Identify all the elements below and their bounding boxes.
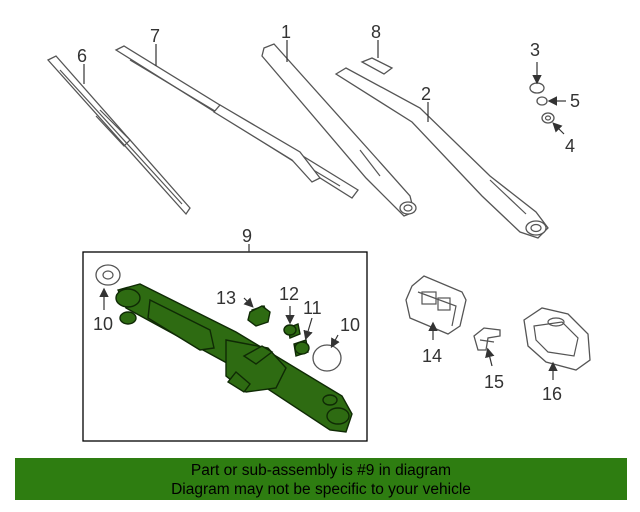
assembly-9-frame <box>82 244 368 442</box>
callout-16: 16 <box>542 384 562 404</box>
callout-6: 6 <box>77 46 87 66</box>
callout-14: 14 <box>422 346 442 366</box>
callout-4: 4 <box>565 136 575 156</box>
part-14-connector[interactable] <box>405 275 467 340</box>
callout-13: 13 <box>216 288 236 308</box>
part-11-bushing[interactable] <box>294 317 313 355</box>
callout-10-left: 10 <box>93 314 113 334</box>
callout-9: 9 <box>242 226 252 246</box>
callout-15: 15 <box>484 372 504 392</box>
parts-diagram: 6 7 1 8 2 3 5 <box>46 22 591 442</box>
part-1-wiper-arm[interactable] <box>261 40 417 217</box>
banner-line-1: Part or sub-assembly is #9 in diagram <box>190 462 452 479</box>
part-7-wiper-blade[interactable] <box>114 44 359 199</box>
part-8-clip[interactable] <box>360 40 394 75</box>
part-16-cover[interactable] <box>523 307 591 380</box>
part-5-nut[interactable] <box>536 96 566 106</box>
part-10-gasket-right[interactable] <box>312 334 342 372</box>
callout-2: 2 <box>421 84 431 104</box>
info-banner: Part or sub-assembly is #9 in diagram Di… <box>15 458 627 500</box>
callout-1: 1 <box>281 22 291 42</box>
part-3-cap[interactable] <box>529 62 545 94</box>
callout-12: 12 <box>279 284 299 304</box>
banner-line-2: Diagram may not be specific to your vehi… <box>171 481 471 498</box>
callout-3: 3 <box>530 40 540 60</box>
part-10-gasket-left[interactable] <box>95 264 121 310</box>
part-4-washer[interactable] <box>541 112 565 135</box>
callout-7: 7 <box>150 26 160 46</box>
part-12-nut[interactable] <box>283 306 297 336</box>
callout-11: 11 <box>303 298 322 318</box>
callout-8: 8 <box>371 22 381 42</box>
part-6-wiper-blade[interactable] <box>46 55 191 216</box>
part-2-wiper-arm[interactable] <box>334 67 549 239</box>
part-15-clip[interactable] <box>473 327 501 367</box>
callout-5: 5 <box>570 91 580 111</box>
part-13-grommet[interactable] <box>243 297 271 327</box>
callout-10-right: 10 <box>340 315 360 335</box>
